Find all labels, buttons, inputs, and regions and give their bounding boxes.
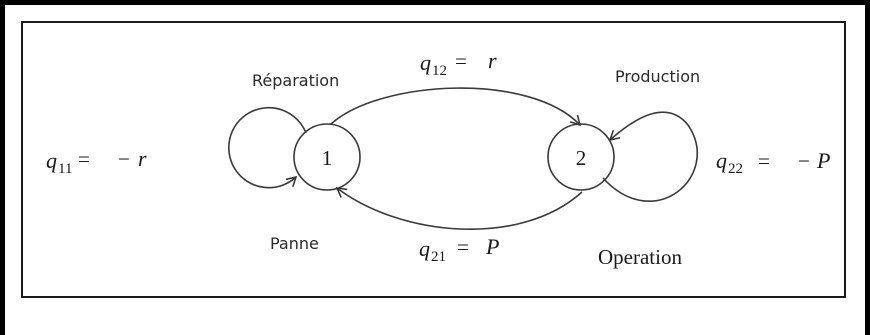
transition-arrow-2-to-1: [335, 187, 583, 231]
frame-left-border: [0, 0, 5, 335]
svg-text:P: P: [485, 234, 499, 259]
svg-text:r: r: [138, 146, 147, 171]
svg-text:=: =: [758, 149, 770, 173]
transition-arrow-1-to-2: [330, 87, 582, 127]
svg-text:P: P: [816, 148, 830, 173]
svg-text:q: q: [716, 148, 727, 173]
svg-text:q: q: [419, 236, 430, 261]
diagram-box: [21, 21, 846, 298]
label-operation: Operation: [598, 245, 682, 269]
state-2-label: 2: [576, 146, 587, 170]
frame-right-border: [865, 0, 870, 335]
svg-text:−: −: [118, 147, 130, 171]
rate-q11: q 11 = − r: [46, 146, 147, 177]
label-production: Production: [615, 67, 700, 86]
svg-text:q: q: [420, 50, 431, 75]
svg-text:21: 21: [431, 249, 446, 265]
self-loop-q11: [228, 106, 307, 189]
svg-text:=: =: [457, 235, 469, 259]
state-1-label: 1: [322, 146, 333, 170]
frame-top-border: [0, 0, 870, 5]
svg-text:=: =: [455, 49, 467, 73]
svg-text:q: q: [46, 148, 57, 173]
svg-text:=: =: [78, 147, 90, 171]
self-loop-q22: [602, 111, 699, 202]
svg-text:22: 22: [728, 161, 743, 177]
rate-q12: q 12 = r: [420, 48, 497, 79]
label-panne: Panne: [270, 234, 319, 253]
svg-text:r: r: [488, 48, 497, 73]
state-1-circle: [293, 123, 361, 191]
svg-text:−: −: [798, 149, 810, 173]
label-reparation: Réparation: [252, 71, 339, 90]
svg-text:12: 12: [432, 63, 447, 79]
rate-q21: q 21 = P: [419, 234, 499, 265]
rate-q22: q 22 = − P: [716, 148, 830, 177]
svg-text:11: 11: [58, 161, 72, 177]
